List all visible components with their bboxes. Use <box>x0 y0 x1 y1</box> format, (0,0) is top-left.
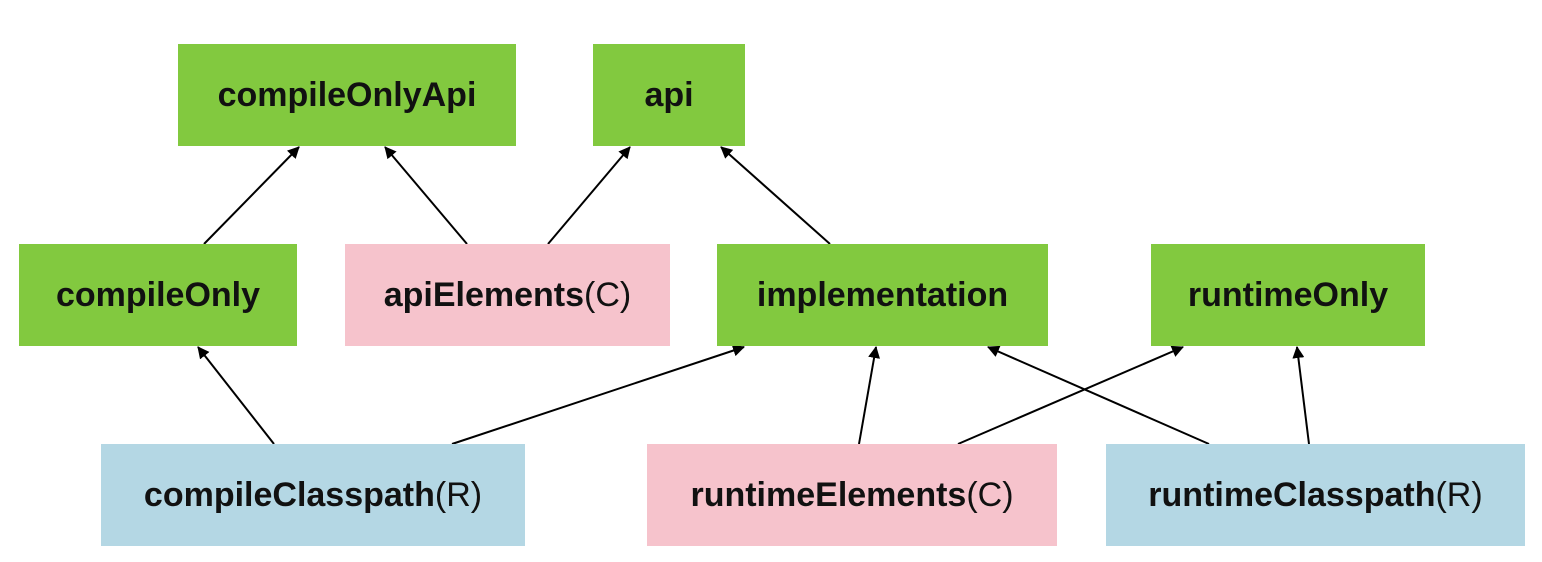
node-compileClasspath: compileClasspath(R) <box>101 444 525 546</box>
node-label: compileOnly <box>55 275 261 314</box>
node-label: runtimeClasspath <box>1148 475 1436 514</box>
edge-runtimeElements-to-runtimeOnly <box>957 345 1184 445</box>
node-compileOnly: compileOnly <box>19 244 297 346</box>
node-label: apiElements <box>383 275 585 314</box>
node-api: api <box>593 44 745 146</box>
node-apiElements: apiElements(C) <box>345 244 670 346</box>
node-role-suffix: (R) <box>434 475 483 514</box>
node-role-suffix: (C) <box>584 275 632 314</box>
node-compileOnlyApi: compileOnlyApi <box>178 44 516 146</box>
edge-runtimeClasspath-to-implementation <box>987 345 1210 445</box>
edge-runtimeClasspath-to-runtimeOnly <box>1292 346 1310 445</box>
node-label: implementation <box>756 275 1009 314</box>
node-role-suffix: (C) <box>966 475 1014 514</box>
node-label: runtimeElements <box>690 475 967 514</box>
node-runtimeOnly: runtimeOnly <box>1151 244 1425 346</box>
edge-compileClasspath-to-compileOnly <box>197 346 275 445</box>
node-label: compileOnlyApi <box>217 75 477 114</box>
node-runtimeElements: runtimeElements(C) <box>647 444 1057 546</box>
edge-compileOnly-to-compileOnlyApi <box>203 146 300 245</box>
node-label: compileClasspath <box>143 475 435 514</box>
node-runtimeClasspath: runtimeClasspath(R) <box>1106 444 1525 546</box>
node-label: api <box>644 75 694 114</box>
node-label: runtimeOnly <box>1187 275 1389 314</box>
edge-apiElements-to-api <box>547 146 631 245</box>
edge-implementation-to-api <box>720 146 831 245</box>
node-role-suffix: (R) <box>1435 475 1483 514</box>
edge-runtimeElements-to-implementation <box>858 346 881 445</box>
node-implementation: implementation <box>717 244 1048 346</box>
edge-compileClasspath-to-implementation <box>451 344 745 445</box>
edge-apiElements-to-compileOnlyApi <box>384 146 468 245</box>
